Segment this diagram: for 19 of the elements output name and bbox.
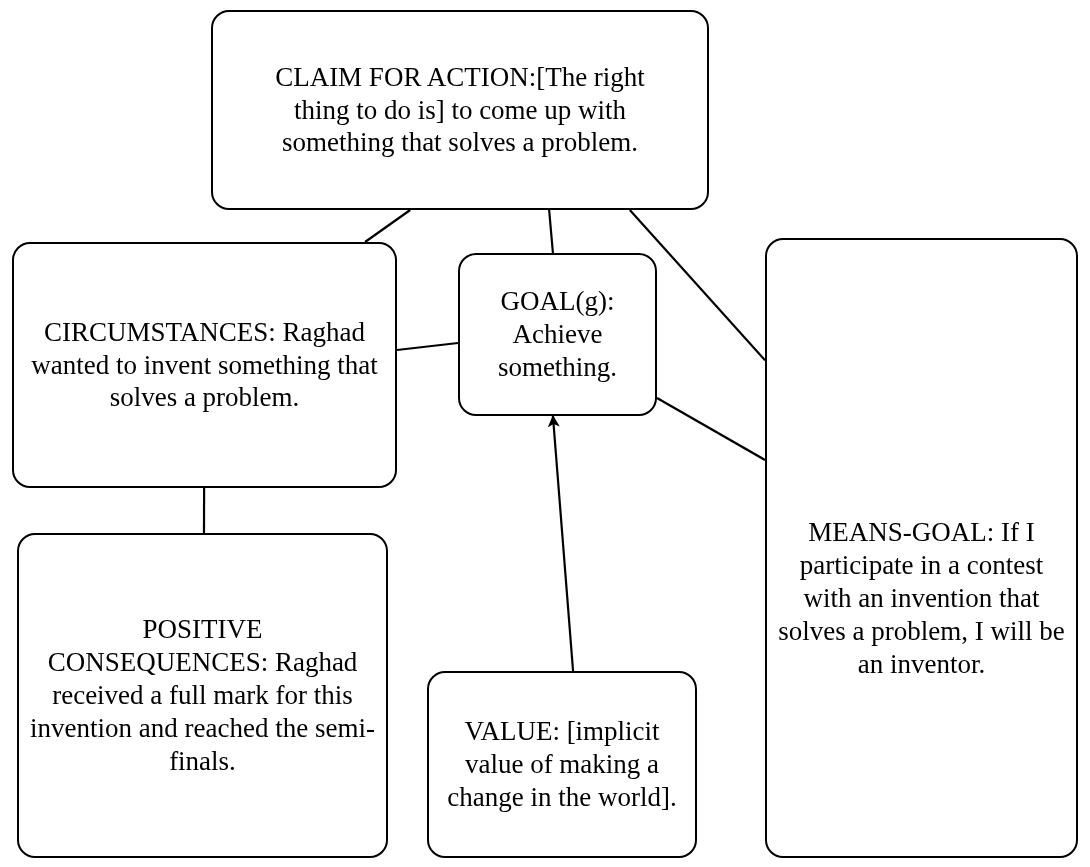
connector-line <box>629 209 766 361</box>
connector-line <box>548 209 554 254</box>
box-text: MEANS-GOAL: If I participate in a contest with an invention that solves a problem, I will be an inventor. <box>777 516 1066 681</box>
box-text: POSITIVE CONSEQUENCES: Raghad received a full mark for this invention and reached the semi-finals. <box>29 613 376 778</box>
box-text: VALUE: [implicit value of making a change in the world]. <box>446 715 678 814</box>
text-box <box>12 242 397 488</box>
arrow <box>547 415 575 672</box>
box-text: CIRCUMSTANCES: Raghad wanted to invent something that solves a problem. <box>30 315 379 415</box>
text-box <box>17 533 388 858</box>
connector-line <box>202 488 206 533</box>
connector-line <box>364 209 411 243</box>
text-box <box>458 253 657 416</box>
box-text: CLAIM FOR ACTION:[The right thing to do is] to come up with something that solves a problem. <box>274 60 646 160</box>
connector-line <box>396 341 459 352</box>
text-box <box>211 10 709 210</box>
connector-line <box>656 397 766 461</box>
box-text: GOAL(g): Achieve something. <box>496 285 619 384</box>
text-box <box>427 671 697 858</box>
text-box <box>765 238 1078 858</box>
